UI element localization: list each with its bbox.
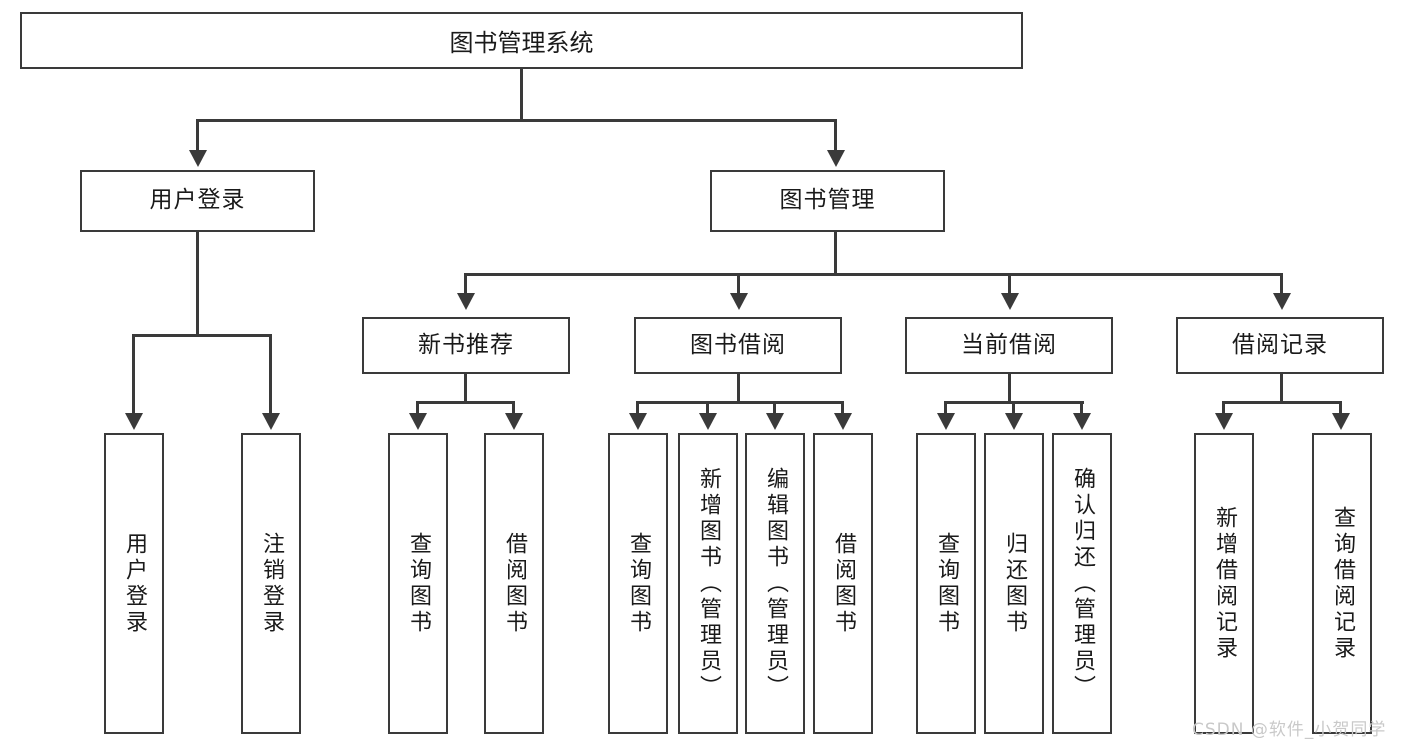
edge-borrow-to-leaf2 [706,401,709,415]
edge-recommend-to-leaf2 [512,401,515,415]
node-label: 查询借阅记录 [1330,505,1355,662]
edge-login-to-leaf1 [132,334,135,415]
node-label: 编辑图书（管理员） [763,466,788,701]
node-label: 新增借阅记录 [1212,505,1237,662]
node-label: 查询图书 [626,531,651,636]
arrow-current-to-leaf2 [1005,413,1023,430]
arrow-bookmgmt-to-current [1001,293,1019,310]
edge-root-bar [196,119,837,122]
edge-root-to-login [196,119,199,152]
leaf-current-query-book[interactable]: 查询图书 [916,433,976,734]
edge-record-bar [1222,401,1342,404]
node-label: 用户登录 [149,187,246,214]
edge-login-to-leaf2 [269,334,272,415]
node-label: 确认归还（管理员） [1070,466,1095,701]
arrow-record-to-leaf1 [1215,413,1233,430]
arrow-borrow-to-leaf2 [699,413,717,430]
arrow-bookmgmt-to-record [1273,293,1291,310]
node-label: 图书管理系统 [449,29,594,57]
node-label: 新书推荐 [418,331,514,358]
leaf-borrow-edit-book[interactable]: 编辑图书（管理员） [745,433,805,734]
node-user-login[interactable]: 用户登录 [80,170,315,232]
node-label: 借阅图书 [502,531,527,636]
edge-record-stem [1280,374,1283,403]
edge-bookmgmt-to-borrow [737,273,740,295]
leaf-logout[interactable]: 注销登录 [241,433,301,734]
node-new-book-recommend[interactable]: 新书推荐 [362,317,570,374]
leaf-borrow-add-book[interactable]: 新增图书（管理员） [678,433,738,734]
leaf-recommend-query-book[interactable]: 查询图书 [388,433,448,734]
leaf-recommend-borrow-book[interactable]: 借阅图书 [484,433,544,734]
arrow-current-to-leaf3 [1073,413,1091,430]
edge-borrow-stem [737,374,740,403]
arrow-root-to-login [189,150,207,167]
node-label: 查询图书 [406,531,431,636]
arrow-record-to-leaf2 [1332,413,1350,430]
node-label: 借阅图书 [831,531,856,636]
arrow-borrow-to-leaf4 [834,413,852,430]
node-label: 查询图书 [934,531,959,636]
node-label: 用户登录 [122,531,147,636]
node-current-borrow[interactable]: 当前借阅 [905,317,1113,374]
leaf-record-query-record[interactable]: 查询借阅记录 [1312,433,1372,734]
edge-bookmgmt-to-record [1280,273,1283,295]
node-label: 当前借阅 [961,331,1057,358]
arrow-recommend-to-leaf1 [409,413,427,430]
arrow-login-to-leaf1 [125,413,143,430]
leaf-current-confirm-return[interactable]: 确认归还（管理员） [1052,433,1112,734]
edge-current-stem [1008,374,1011,403]
node-label: 借阅记录 [1232,331,1328,358]
node-root-system[interactable]: 图书管理系统 [20,12,1023,69]
arrow-borrow-to-leaf3 [766,413,784,430]
edge-borrow-to-leaf3 [773,401,776,415]
edge-current-to-leaf3 [1080,401,1083,415]
edge-record-to-leaf1 [1222,401,1225,415]
arrow-login-to-leaf2 [262,413,280,430]
edge-record-to-leaf2 [1339,401,1342,415]
edge-bookmgmt-to-new [464,273,467,295]
edge-borrow-to-leaf4 [841,401,844,415]
node-label: 注销登录 [259,531,284,636]
edge-current-to-leaf2 [1012,401,1015,415]
leaf-current-return-book[interactable]: 归还图书 [984,433,1044,734]
node-label: 新增图书（管理员） [696,466,721,701]
leaf-record-add-record[interactable]: 新增借阅记录 [1194,433,1254,734]
leaf-borrow-query-book[interactable]: 查询图书 [608,433,668,734]
edge-root-to-bookmgmt [834,119,837,152]
edge-current-to-leaf1 [944,401,947,415]
arrow-root-to-bookmgmt [827,150,845,167]
edge-bookmgmt-stem [834,232,837,275]
arrow-borrow-to-leaf1 [629,413,647,430]
edge-login-bar [132,334,272,337]
node-book-management[interactable]: 图书管理 [710,170,945,232]
edge-root-stem [520,69,523,120]
edge-recommend-to-leaf1 [416,401,419,415]
edge-login-stem [196,232,199,336]
node-label: 归还图书 [1002,531,1027,636]
edge-recommend-bar [416,401,515,404]
arrow-bookmgmt-to-borrow [730,293,748,310]
edge-recommend-stem [464,374,467,403]
edge-borrow-bar [636,401,844,404]
arrow-recommend-to-leaf2 [505,413,523,430]
node-borrow-record[interactable]: 借阅记录 [1176,317,1384,374]
node-book-borrow[interactable]: 图书借阅 [634,317,842,374]
arrow-bookmgmt-to-new [457,293,475,310]
edge-bookmgmt-bar [464,273,1283,276]
node-label: 图书管理 [779,187,876,214]
edge-borrow-to-leaf1 [636,401,639,415]
arrow-current-to-leaf1 [937,413,955,430]
node-label: 图书借阅 [690,331,786,358]
leaf-borrow-borrow-book[interactable]: 借阅图书 [813,433,873,734]
leaf-user-login[interactable]: 用户登录 [104,433,164,734]
edge-bookmgmt-to-current [1008,273,1011,295]
